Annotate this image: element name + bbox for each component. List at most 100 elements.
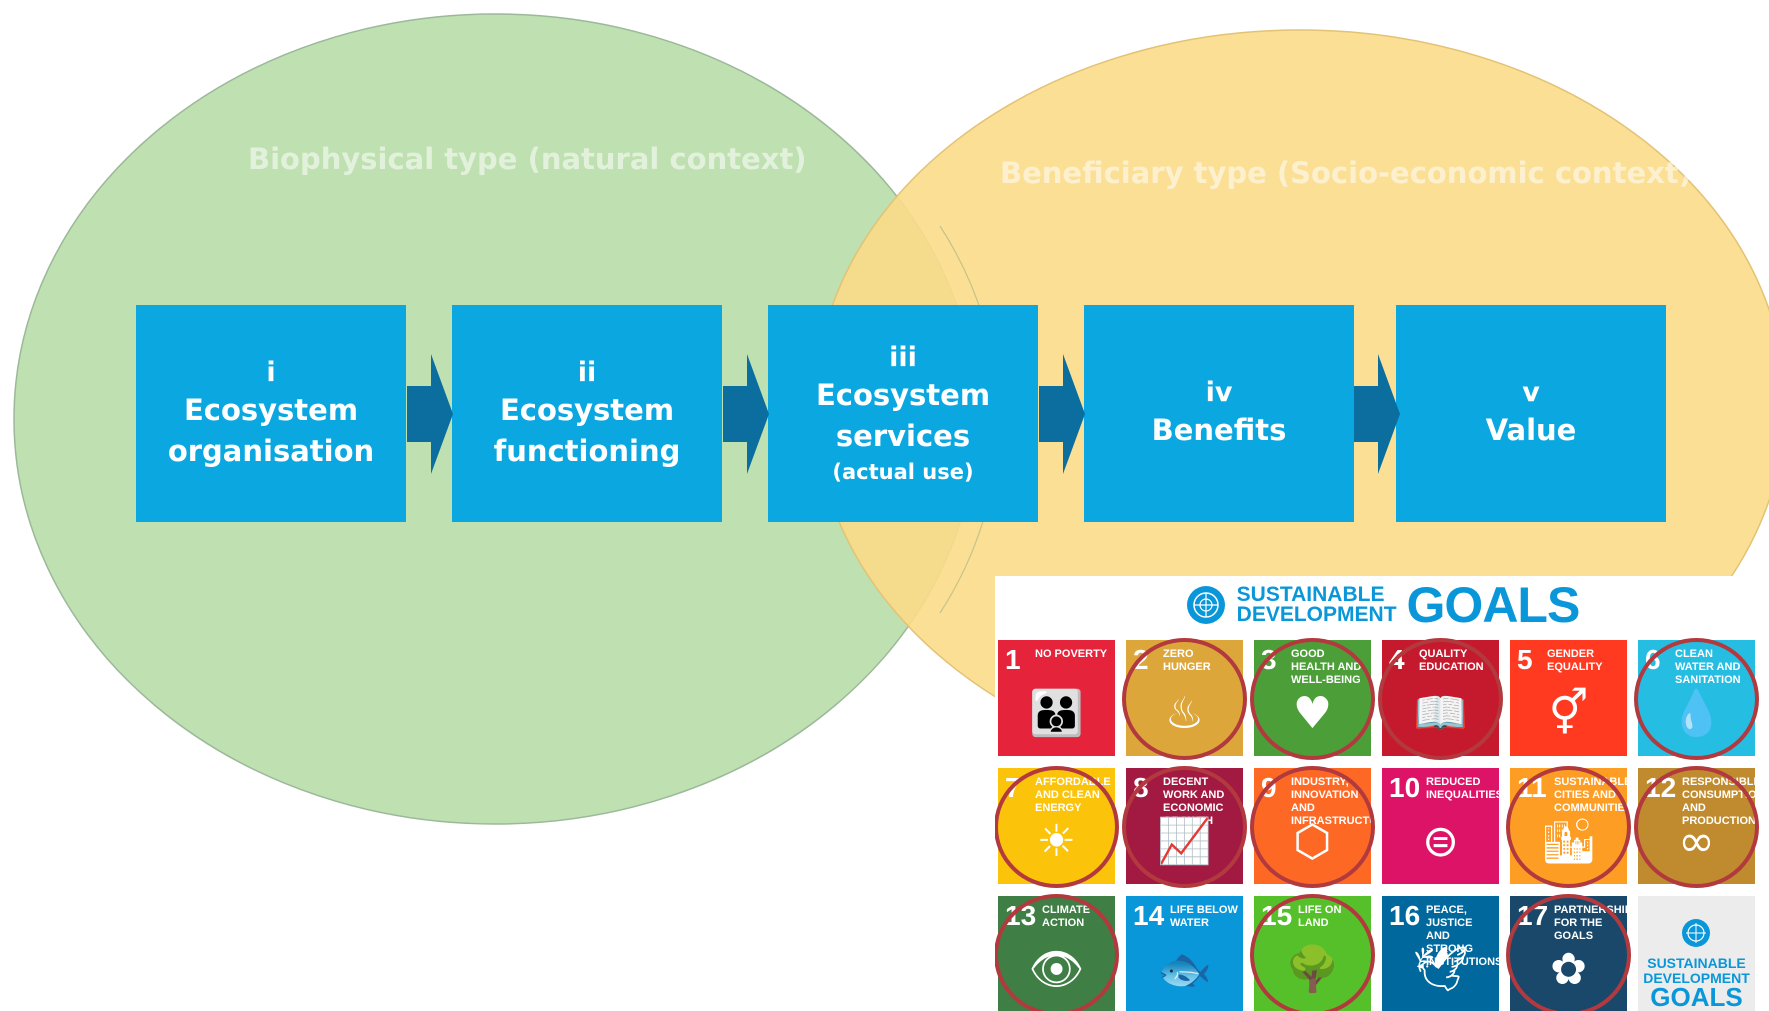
sdg-tile-name: Zero hunger [1163,648,1211,673]
gender-icon: ⚥ [1548,688,1589,739]
heartbeat-icon: ♥ [1292,688,1333,739]
book-icon: 📖 [1413,688,1468,739]
sdg-tile-name: Life on land [1298,904,1342,929]
sdg-header-text: SUSTAINABLE DEVELOPMENT [1236,583,1397,626]
sdg-tile-number: 11 [1517,772,1547,803]
sdg-tile-name: Good health and well-being [1291,648,1362,686]
sdg-tile-8: 8 Decent work and economic growth📈 [1126,768,1243,884]
sdg-header-goals: GOALS [1406,577,1581,633]
sdg-tile-number: 13 [1005,900,1037,931]
tree-icon: 🌳 [1285,944,1340,995]
beneficiary-title: Beneficiary type (Socio-economic context… [1000,156,1692,190]
un-emblem-icon [1186,586,1225,624]
step-label: Ecosystem [499,392,675,427]
step-number: i [266,356,276,388]
sdg-tile-1: 1 No poverty 👪 [998,640,1115,756]
sdg-panel: SUSTAINABLE DEVELOPMENT GOALS 1 No povert… [995,576,1769,1011]
cubes-icon: ⬡ [1293,816,1332,867]
sdg-tile-13: 13Climate action 👁 [998,896,1115,1011]
flow-arrow-3 [1039,354,1085,474]
step-number: iv [1205,377,1233,408]
step-label: functioning [493,433,681,468]
sdg-tile-number: 9 [1261,772,1277,803]
sdg-tile-12: 12Responsible consumption and production… [1638,768,1755,884]
sdg-tile-name: Quality education [1419,648,1484,673]
sdg-tile-number: 14 [1133,900,1165,931]
step-number: iii [889,341,917,373]
sun-power-icon: ☀ [1036,816,1077,867]
fish-icon: 🐟 [1157,944,1212,995]
step-label: Ecosystem [183,392,359,427]
step-number: v [1522,377,1540,408]
flow-arrow-2 [723,354,769,474]
sdg-tile-11: 11Sustainable cities and communities🏙 [1510,768,1627,884]
water-drop-icon: 💧 [1669,688,1724,739]
sdg-tile-name: Affordable and clean energy [1035,776,1111,814]
sdg-tile-name: Gender equality [1547,648,1603,673]
growth-chart-icon: 📈 [1157,816,1212,867]
sdg-tile-name: Climate action [1042,904,1091,929]
sdg-tile-name: Partnerships for the goals [1554,904,1627,942]
dove-icon: 🕊 [1412,944,1469,995]
sdg-tile-7: 7 Affordable and clean energy☀ [998,768,1115,884]
sdg-tile-name: Reduced inequalities [1426,776,1499,801]
flow-arrow-1 [407,354,453,474]
sdg-tile-number: 7 [1005,772,1021,803]
flow-arrow-4 [1354,354,1400,474]
sdg-tile-number: 3 [1261,644,1277,675]
sdg-tile-name: Responsible consumption and production [1682,776,1755,827]
step-number: ii [577,356,597,388]
equals-icon: ⊜ [1422,816,1459,867]
sdg-tile-name: Life below water [1170,904,1238,929]
sdg-tile-17: 17Partnerships for the goals✿ [1510,896,1627,1011]
bowl-icon: ♨ [1164,688,1205,739]
flower-rings-icon: ✿ [1550,944,1587,995]
un-emblem-icon [1682,919,1710,947]
sdg-logo-goals: GOALS [1650,982,1743,1011]
sdg-tile-number: 4 [1389,644,1405,675]
sdg-header-line1: SUSTAINABLE [1236,583,1385,606]
sdg-tile-name: Peace, justice and strong institutions [1426,904,1499,968]
step-label: Value [1485,413,1577,447]
biophysical-title: Biophysical type (natural context) [248,142,807,176]
sdg-tile-number: 16 [1389,900,1421,931]
sdg-tile-number: 1 [1005,644,1021,675]
sdg-tile-name: Sustainable cities and communities [1554,776,1627,814]
sdg-tile-name: Clean water and sanitation [1675,648,1741,686]
family-icon: 👪 [1029,688,1084,739]
step-sublabel: (actual use) [832,459,974,484]
sdg-tile-number: 12 [1645,772,1677,803]
sdg-tile-number: 5 [1517,644,1533,675]
sdg-header-line2: DEVELOPMENT [1236,603,1397,626]
sdg-tile-2: 2Zero hunger♨ [1126,640,1243,756]
infinity-icon: ∞ [1678,816,1715,867]
sdg-tile-5: 5 Gender equality ⚥ [1510,640,1627,756]
sdg-tile-number: 6 [1645,644,1661,675]
sdg-tile-name: Decent work and economic growth [1163,776,1225,827]
sdg-tile-name: Industry, innovation and infrastructure [1291,776,1371,827]
sdg-tile-number: 15 [1261,900,1293,931]
sdg-tile-number: 17 [1517,900,1549,931]
city-icon: 🏙 [1540,816,1597,867]
step-label: services [835,418,971,453]
earth-eye-icon: 👁 [1028,944,1085,995]
sdg-tile-16: 16Peace, justice and strong institutions… [1382,896,1499,1011]
sdg-tile-6: 6 Clean water and sanitation💧 [1638,640,1755,756]
sdg-tile-9: 9 Industry, innovation and infrastructure… [1254,768,1371,884]
step-label: Benefits [1151,413,1287,447]
sdg-tile-14: 14Life below water 🐟 [1126,896,1243,1011]
sdg-tile-10: 10Reduced inequalities⊜ [1382,768,1499,884]
sdg-tile-3: 3 Good health and well-being♥ [1254,640,1371,756]
sdg-tile-number: 8 [1133,772,1149,803]
sdg-tile-15: 15Life on land 🌳 [1254,896,1371,1011]
sdg-header: SUSTAINABLE DEVELOPMENT GOALS [995,576,1769,634]
sdg-tile-name: No poverty [1035,648,1108,660]
